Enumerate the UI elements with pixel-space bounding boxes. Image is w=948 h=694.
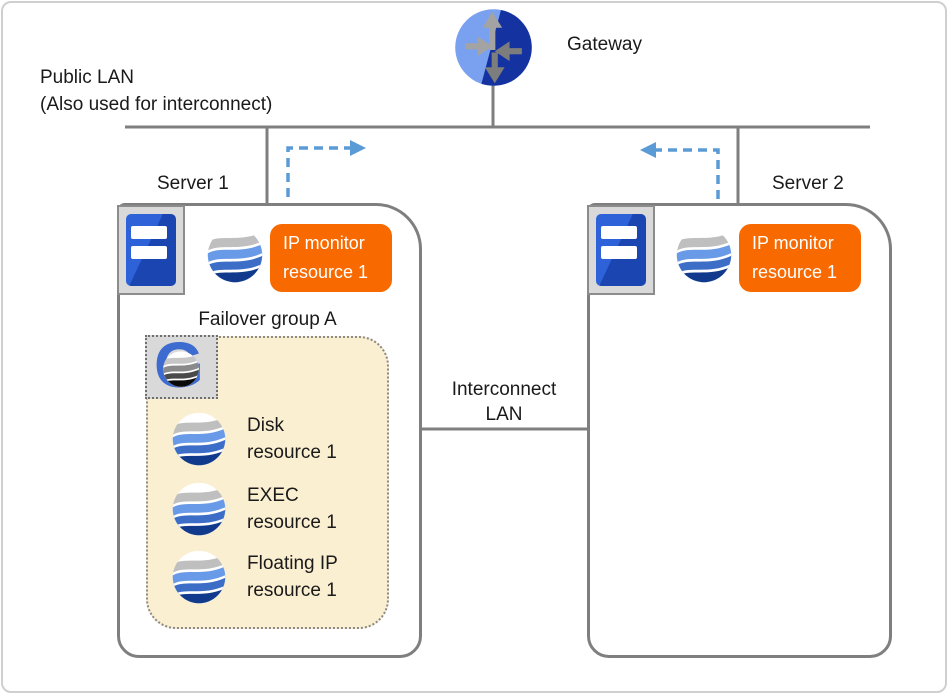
ip-monitor-line1: IP monitor	[752, 233, 834, 253]
cluster-sphere-icon	[171, 549, 227, 605]
server1-tower-icon	[117, 205, 185, 295]
interconnect-lan-label: Interconnect LAN	[421, 377, 587, 427]
server2-ip-monitor-badge: IP monitor resource 1	[739, 224, 861, 292]
g-sphere-icon	[162, 350, 200, 388]
resource-label: EXEC resource 1	[247, 485, 337, 533]
interconnect-line2: LAN	[485, 404, 523, 425]
ip-monitor-line2: resource 1	[752, 262, 838, 282]
public-lan-label: Public LAN (Also used for interconnect)	[40, 64, 272, 118]
resource-row-disk: Disk resource 1	[171, 411, 337, 467]
tower-slot	[601, 226, 637, 239]
router-gateway-icon	[455, 9, 532, 86]
tower-slot	[131, 226, 167, 239]
public-lan-line1: Public LAN	[40, 67, 134, 88]
cluster-sphere-icon	[171, 481, 227, 537]
server-tower-shape	[126, 214, 176, 286]
cluster-sphere-icon	[171, 411, 227, 467]
server1-label: Server 1	[157, 173, 229, 194]
public-lan-line2: (Also used for interconnect)	[40, 94, 273, 115]
resource-label: Floating IP resource 1	[247, 553, 338, 601]
tower-slot	[131, 246, 167, 259]
server1-ip-monitor-badge: IP monitor resource 1	[270, 224, 392, 292]
cluster-sphere-icon	[675, 226, 733, 284]
gateway-label: Gateway	[567, 34, 642, 55]
tower-slot	[601, 246, 637, 259]
resource-row-exec: EXEC resource 1	[171, 481, 337, 537]
ip-monitor-line2: resource 1	[283, 262, 369, 282]
ip-monitor-line1: IP monitor	[283, 233, 365, 253]
failover-group-title: Failover group A	[198, 309, 337, 330]
resource-label: Disk resource 1	[247, 415, 337, 463]
resource-row-floating-ip: Floating IP resource 1	[171, 549, 338, 605]
cluster-sphere-icon	[206, 226, 264, 284]
server2-label: Server 2	[772, 173, 844, 194]
gateway-arrows	[465, 11, 522, 84]
server-tower-shape	[596, 214, 646, 286]
server2-tower-icon	[587, 205, 655, 295]
interconnect-line1: Interconnect	[451, 379, 557, 400]
failover-group-g-icon: G	[145, 329, 218, 401]
